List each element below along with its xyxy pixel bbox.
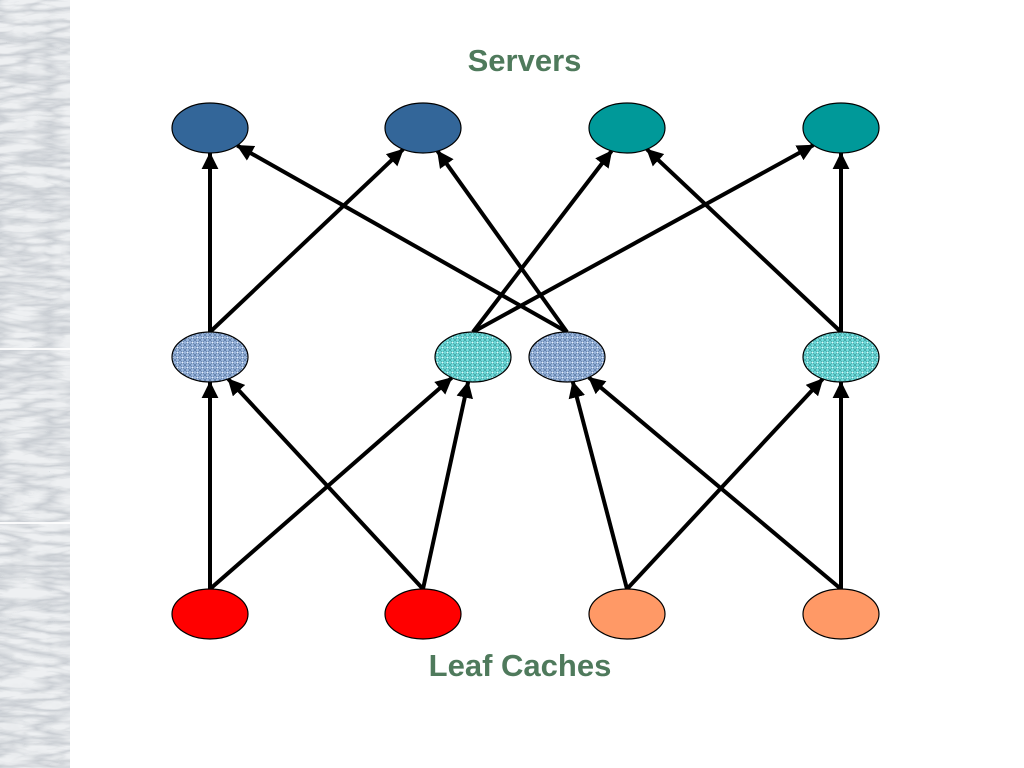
intermediate-cache-node-m2: [434, 331, 512, 383]
edges-layer: [201, 143, 850, 591]
edge-m2-to-s4: [472, 143, 815, 334]
edge-m4-to-s3: [645, 147, 843, 334]
server-node-s4: [802, 102, 880, 154]
edge-l1-to-m2: [208, 376, 454, 591]
leaf-cache-node-l3: [588, 588, 666, 640]
marble-texture-border: [0, 0, 70, 768]
edge-m1-to-s2: [208, 147, 405, 334]
edge-l2-to-m1: [226, 377, 425, 591]
servers-title: Servers: [467, 43, 582, 78]
intermediate-cache-node-m3: [528, 331, 606, 383]
nodes-layer: [171, 102, 880, 640]
leaf-cache-node-l1: [171, 588, 249, 640]
leaf-cache-node-l4: [802, 588, 880, 640]
server-node-s1: [171, 102, 249, 154]
intermediate-cache-node-m4: [802, 331, 880, 383]
edge-l4-to-m3: [587, 375, 843, 591]
server-node-s2: [384, 102, 462, 154]
edge-l3-to-m3: [568, 380, 629, 590]
edge-l2-to-m2: [421, 380, 473, 590]
edge-m2-to-s3: [471, 149, 614, 334]
edge-m3-to-s1: [236, 143, 568, 334]
server-node-s3: [588, 102, 666, 154]
leaf-cache-node-l2: [384, 588, 462, 640]
edge-l3-to-m4: [625, 377, 825, 591]
intermediate-cache-node-m1: [171, 331, 249, 383]
leaf-caches-title: Leaf Caches: [428, 648, 612, 683]
edge-m3-to-s2: [435, 149, 569, 334]
